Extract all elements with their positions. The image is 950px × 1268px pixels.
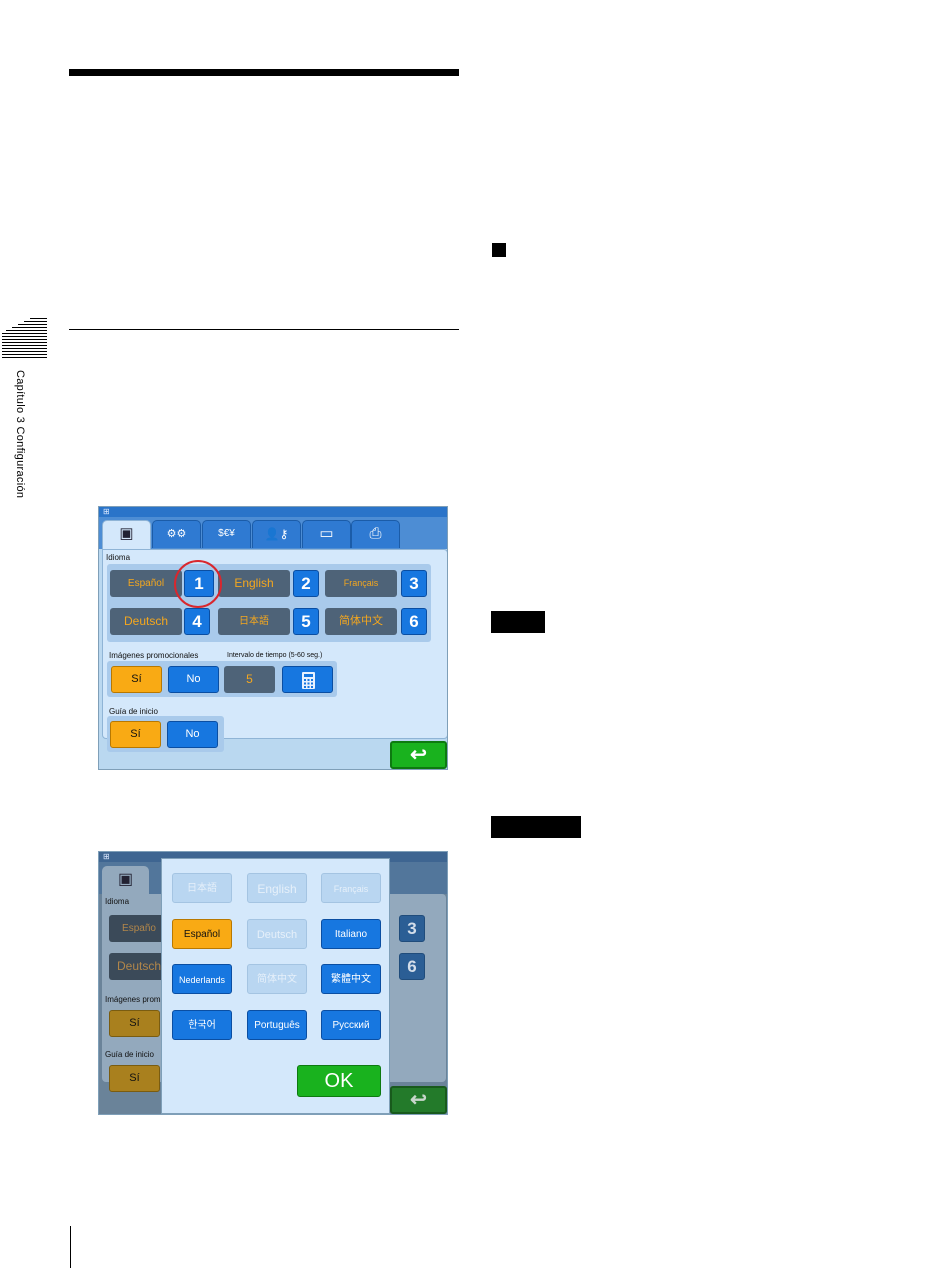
dialog-lang-spanish[interactable]: Español xyxy=(172,919,232,949)
lang-number-2[interactable]: 2 xyxy=(293,570,319,597)
title-bar: ⊞ xyxy=(99,507,447,517)
section-bullet xyxy=(492,243,506,257)
settings-panel: Idioma Español 1 English 2 Français 3 De… xyxy=(102,549,447,752)
lang-button-japanese[interactable]: 日本語 xyxy=(218,608,290,635)
gears-icon: ⚙⚙ xyxy=(166,528,187,540)
dialog-lang-italian[interactable]: Italiano xyxy=(321,919,381,949)
monitor-icon: ▣ xyxy=(119,525,134,542)
bg-guide-label: Guía de inicio xyxy=(105,1050,154,1059)
dialog-lang-dutch[interactable]: Nederlands xyxy=(172,964,232,994)
tab-admin[interactable]: 👤⚷ xyxy=(252,520,301,548)
guide-yes-button[interactable]: Sí xyxy=(110,721,161,748)
tab-pricing[interactable]: $€¥ xyxy=(202,520,251,548)
lang-number-3[interactable]: 3 xyxy=(401,570,427,597)
chapter-side-label: Capítulo 3 Configuración xyxy=(14,370,26,499)
startup-guide-label: Guía de inicio xyxy=(109,707,158,716)
bg-number-6: 6 xyxy=(399,953,425,980)
language-dialog-screen: ⊞ ▣ Idioma Españo Deutsch 3 6 Imágenes p… xyxy=(98,851,448,1115)
bg-language-label: Idioma xyxy=(105,897,130,906)
chapter-thumb-index xyxy=(2,318,47,360)
bg-back-button: ↩ xyxy=(390,1086,447,1114)
section-rule xyxy=(69,329,459,330)
dialog-lang-french[interactable]: Français xyxy=(321,873,381,903)
frame-icon: ▭ xyxy=(319,525,334,542)
lang-button-english[interactable]: English xyxy=(218,570,290,597)
lang-button-french[interactable]: Français xyxy=(325,570,397,597)
note-tag xyxy=(491,611,545,633)
dialog-lang-russian[interactable]: Русский xyxy=(321,1010,381,1040)
calculator-button[interactable] xyxy=(282,666,333,693)
bg-guide-yes: Sí xyxy=(109,1065,160,1092)
tab-display-dimmed: ▣ xyxy=(102,866,149,896)
bg-lang-1: Españo xyxy=(109,915,169,942)
user-key-icon: 👤⚷ xyxy=(264,527,289,541)
lang-button-german[interactable]: Deutsch xyxy=(110,608,182,635)
print-icon: ⎙ xyxy=(369,525,382,542)
highlight-circle xyxy=(174,560,222,608)
title-bar-dimmed: ⊞ xyxy=(99,852,447,862)
settings-screen: ⊞ ▣ ⚙⚙ $€¥ 👤⚷ ▭ ⎙ Idioma Español 1 Engli… xyxy=(98,506,448,770)
tab-print[interactable]: ⎙ xyxy=(351,520,400,548)
tab-frame[interactable]: ▭ xyxy=(302,520,351,548)
language-dialog: 日本語 English Français Español Deutsch Ita… xyxy=(161,858,390,1114)
dialog-lang-simplified-chinese[interactable]: 简体中文 xyxy=(247,964,307,994)
chapter-top-rule xyxy=(69,69,459,76)
robot-icon: ⊞ xyxy=(103,507,110,516)
back-button[interactable]: ↩ xyxy=(390,741,447,769)
promo-yes-button[interactable]: Sí xyxy=(111,666,162,693)
lang-number-5[interactable]: 5 xyxy=(293,608,319,635)
interval-value: 5 xyxy=(224,666,275,693)
bg-number-3: 3 xyxy=(399,915,425,942)
interval-label: Intervalo de tiempo (5-60 seg.) xyxy=(227,652,323,659)
tab-system[interactable]: ⚙⚙ xyxy=(152,520,201,548)
bg-promo-label: Imágenes prom xyxy=(105,995,161,1004)
tab-strip: ▣ ⚙⚙ $€¥ 👤⚷ ▭ ⎙ xyxy=(99,517,447,551)
currency-icon: $€¥ xyxy=(218,528,235,539)
dialog-lang-english[interactable]: English xyxy=(247,873,307,903)
lang-button-spanish[interactable]: Español xyxy=(110,570,182,597)
return-arrow-icon: ↩ xyxy=(410,744,427,766)
ok-button[interactable]: OK xyxy=(297,1065,381,1097)
lang-number-4[interactable]: 4 xyxy=(184,608,210,635)
lang-number-6[interactable]: 6 xyxy=(401,608,427,635)
promo-images-label: Imágenes promocionales xyxy=(109,651,199,660)
dialog-lang-japanese[interactable]: 日本語 xyxy=(172,873,232,903)
dialog-lang-traditional-chinese[interactable]: 繁體中文 xyxy=(321,964,381,994)
calculator-icon xyxy=(302,672,315,689)
robot-icon: ⊞ xyxy=(103,852,110,861)
dialog-lang-german[interactable]: Deutsch xyxy=(247,919,307,949)
lang-button-simplified-chinese[interactable]: 简体中文 xyxy=(325,608,397,635)
bg-lang-2: Deutsch xyxy=(109,953,169,980)
caution-tag xyxy=(491,816,581,838)
language-label: Idioma xyxy=(106,553,131,562)
dialog-lang-korean[interactable]: 한국어 xyxy=(172,1010,232,1040)
guide-no-button[interactable]: No xyxy=(167,721,218,748)
tab-display[interactable]: ▣ xyxy=(102,520,151,551)
footer-rule xyxy=(70,1226,71,1268)
promo-no-button[interactable]: No xyxy=(168,666,219,693)
bg-promo-yes: Sí xyxy=(109,1010,160,1037)
dialog-lang-portuguese[interactable]: Português xyxy=(247,1010,307,1040)
return-arrow-icon: ↩ xyxy=(410,1089,427,1111)
